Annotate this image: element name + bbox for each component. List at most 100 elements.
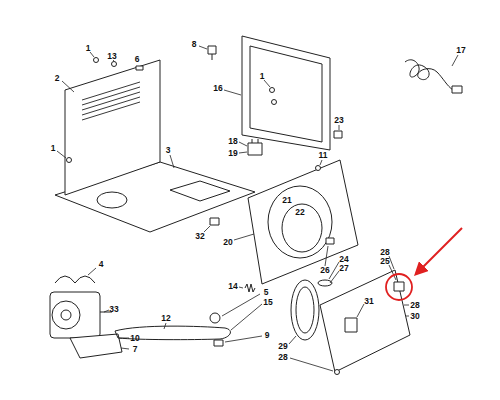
callout-number: 1	[51, 144, 56, 153]
callout-number: 4	[99, 260, 104, 269]
switch-terminal	[252, 139, 253, 143]
callout-number: 33	[109, 305, 118, 314]
leader-line	[320, 160, 322, 165]
screw	[67, 158, 72, 163]
idler-pulley	[210, 313, 220, 323]
switch	[248, 143, 262, 155]
callout-number: 24	[339, 255, 348, 264]
screw	[335, 370, 340, 375]
leader-line	[329, 262, 339, 279]
callout-number: 26	[320, 266, 329, 275]
motor-bracket	[70, 334, 122, 358]
leader-line	[289, 336, 296, 344]
door-opening	[268, 186, 332, 258]
door-panel	[320, 270, 410, 372]
leader-line	[104, 310, 109, 312]
leader-line	[404, 305, 409, 306]
leader-line	[290, 358, 333, 371]
idler-bracket	[214, 340, 223, 346]
louver	[82, 82, 140, 100]
callout-number: 5	[264, 288, 269, 297]
leader-line	[199, 46, 207, 49]
callout-number: 7	[133, 345, 138, 354]
callout-number: 23	[334, 116, 343, 125]
callout-number: 32	[195, 232, 204, 241]
callout-number: 22	[295, 208, 304, 217]
frame-opening	[250, 46, 322, 142]
callout-number: 20	[223, 238, 232, 247]
foot	[210, 218, 219, 225]
leader-line	[225, 336, 262, 342]
base-recess	[170, 181, 230, 201]
door-catch	[394, 282, 404, 291]
motor	[50, 292, 100, 338]
leader-line	[452, 55, 458, 66]
leader-line	[62, 81, 74, 92]
leader-line	[325, 246, 328, 266]
leader-line	[204, 226, 210, 232]
screw	[112, 62, 117, 67]
callout-number: 11	[319, 151, 328, 160]
door-seal	[291, 280, 319, 340]
cord-plug	[452, 86, 462, 93]
rear-panel	[65, 60, 160, 195]
door-hinge	[345, 318, 357, 332]
callout-number: 28	[410, 301, 419, 310]
leader-line	[339, 125, 340, 130]
callout-number: 13	[107, 52, 116, 61]
louver	[82, 102, 140, 120]
callout-number: 28	[380, 248, 389, 257]
callout-number: 2	[55, 74, 60, 83]
screw	[270, 88, 275, 93]
leader-line	[57, 151, 66, 158]
highlight-arrow	[416, 228, 462, 274]
louver	[82, 87, 140, 105]
front-panel	[248, 160, 358, 284]
leader-line	[357, 304, 364, 317]
callout-number: 12	[161, 314, 170, 323]
highlight-circle	[386, 274, 412, 300]
clip	[334, 131, 342, 138]
clip	[136, 66, 143, 70]
callout-number: 19	[228, 149, 237, 158]
screw	[94, 58, 99, 63]
leader-line	[231, 304, 262, 330]
callout-number: 10	[130, 334, 139, 343]
spring	[245, 284, 255, 292]
leader-line	[330, 271, 339, 283]
leader-line	[234, 234, 254, 240]
callout-number: 29	[278, 342, 287, 351]
callout-number: 28	[278, 353, 287, 362]
screw	[272, 100, 277, 105]
leader-line	[222, 294, 260, 316]
leader-line	[88, 268, 96, 275]
bumper	[318, 280, 332, 286]
leader-line	[121, 348, 129, 349]
bolt	[208, 46, 216, 60]
callout-number: 18	[228, 137, 237, 146]
base-opening	[97, 192, 127, 208]
leader-line	[170, 155, 174, 168]
leader-line	[239, 142, 247, 146]
leader-line	[224, 90, 241, 95]
leader-line	[90, 52, 94, 57]
callout-number: 14	[228, 282, 237, 291]
callout-number: 21	[282, 196, 291, 205]
front-frame	[242, 36, 330, 150]
power-cord	[405, 60, 453, 90]
screw	[316, 166, 321, 171]
latch-strike	[326, 238, 334, 244]
leader-lines	[57, 46, 458, 371]
leader-line	[119, 338, 129, 339]
opening-ring	[282, 204, 322, 252]
callout-number: 16	[213, 84, 222, 93]
callout-number: 9	[265, 331, 270, 340]
callout-number: 17	[456, 46, 465, 55]
callout-number: 1	[260, 72, 265, 81]
leader-line	[164, 323, 166, 329]
leader-line	[264, 80, 270, 87]
callout-number: 30	[410, 312, 419, 321]
